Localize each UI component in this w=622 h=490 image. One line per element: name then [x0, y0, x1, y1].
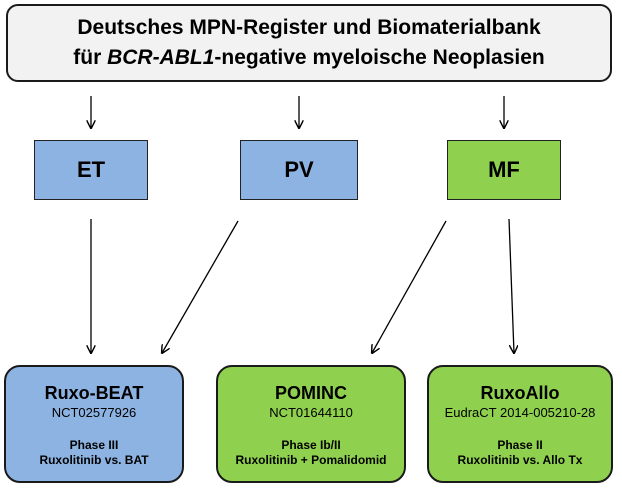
trial-name: POMINC	[275, 383, 347, 403]
trial-id: NCT02577926	[51, 405, 137, 420]
trial-name: RuxoAllo	[480, 383, 560, 403]
trial-phase: Phase III	[69, 438, 119, 452]
header-line-2: für BCR-ABL1-negative myeloische Neoplas…	[73, 43, 544, 73]
trial-name: Ruxo-BEAT	[44, 383, 144, 403]
header-line-2-prefix: für	[73, 46, 108, 69]
trial-id: EudraCT 2014-005210-28	[444, 405, 596, 420]
trial-id: NCT01644110	[269, 405, 353, 420]
trial-phase: Phase Ib/II	[281, 438, 341, 452]
trial-ruxo-beat-box: Ruxo-BEAT NCT02577926 Phase III Ruxoliti…	[4, 365, 184, 483]
category-mf-box: MF	[447, 140, 561, 200]
arrow-mf-to-pominc	[372, 220, 447, 353]
category-pv-box: PV	[240, 140, 358, 200]
trial-phase: Phase II	[497, 438, 543, 452]
registry-header-box: Deutsches MPN-Register und Biomaterialba…	[6, 4, 612, 82]
trial-pominc-box: POMINC NCT01644110 Phase Ib/II Ruxolitin…	[216, 365, 406, 483]
arrow-pv-to-ruxo-beat	[162, 220, 239, 353]
trial-ruxoallo-box: RuxoAllo EudraCT 2014-005210-28 Phase II…	[427, 365, 613, 483]
header-gene-name: BCR-ABL1	[107, 46, 215, 69]
category-et-box: ET	[34, 140, 148, 200]
trial-description: Ruxolitinib vs. Allo Tx	[457, 453, 583, 467]
trial-description: Ruxolitinib + Pomalidomid	[235, 453, 387, 467]
header-line-2-suffix: -negative myeloische Neoplasien	[214, 46, 545, 69]
header-line-1: Deutsches MPN-Register und Biomaterialba…	[77, 16, 541, 39]
arrow-mf-to-ruxoallo	[508, 218, 514, 353]
trial-description: Ruxolitinib vs. BAT	[39, 453, 149, 467]
